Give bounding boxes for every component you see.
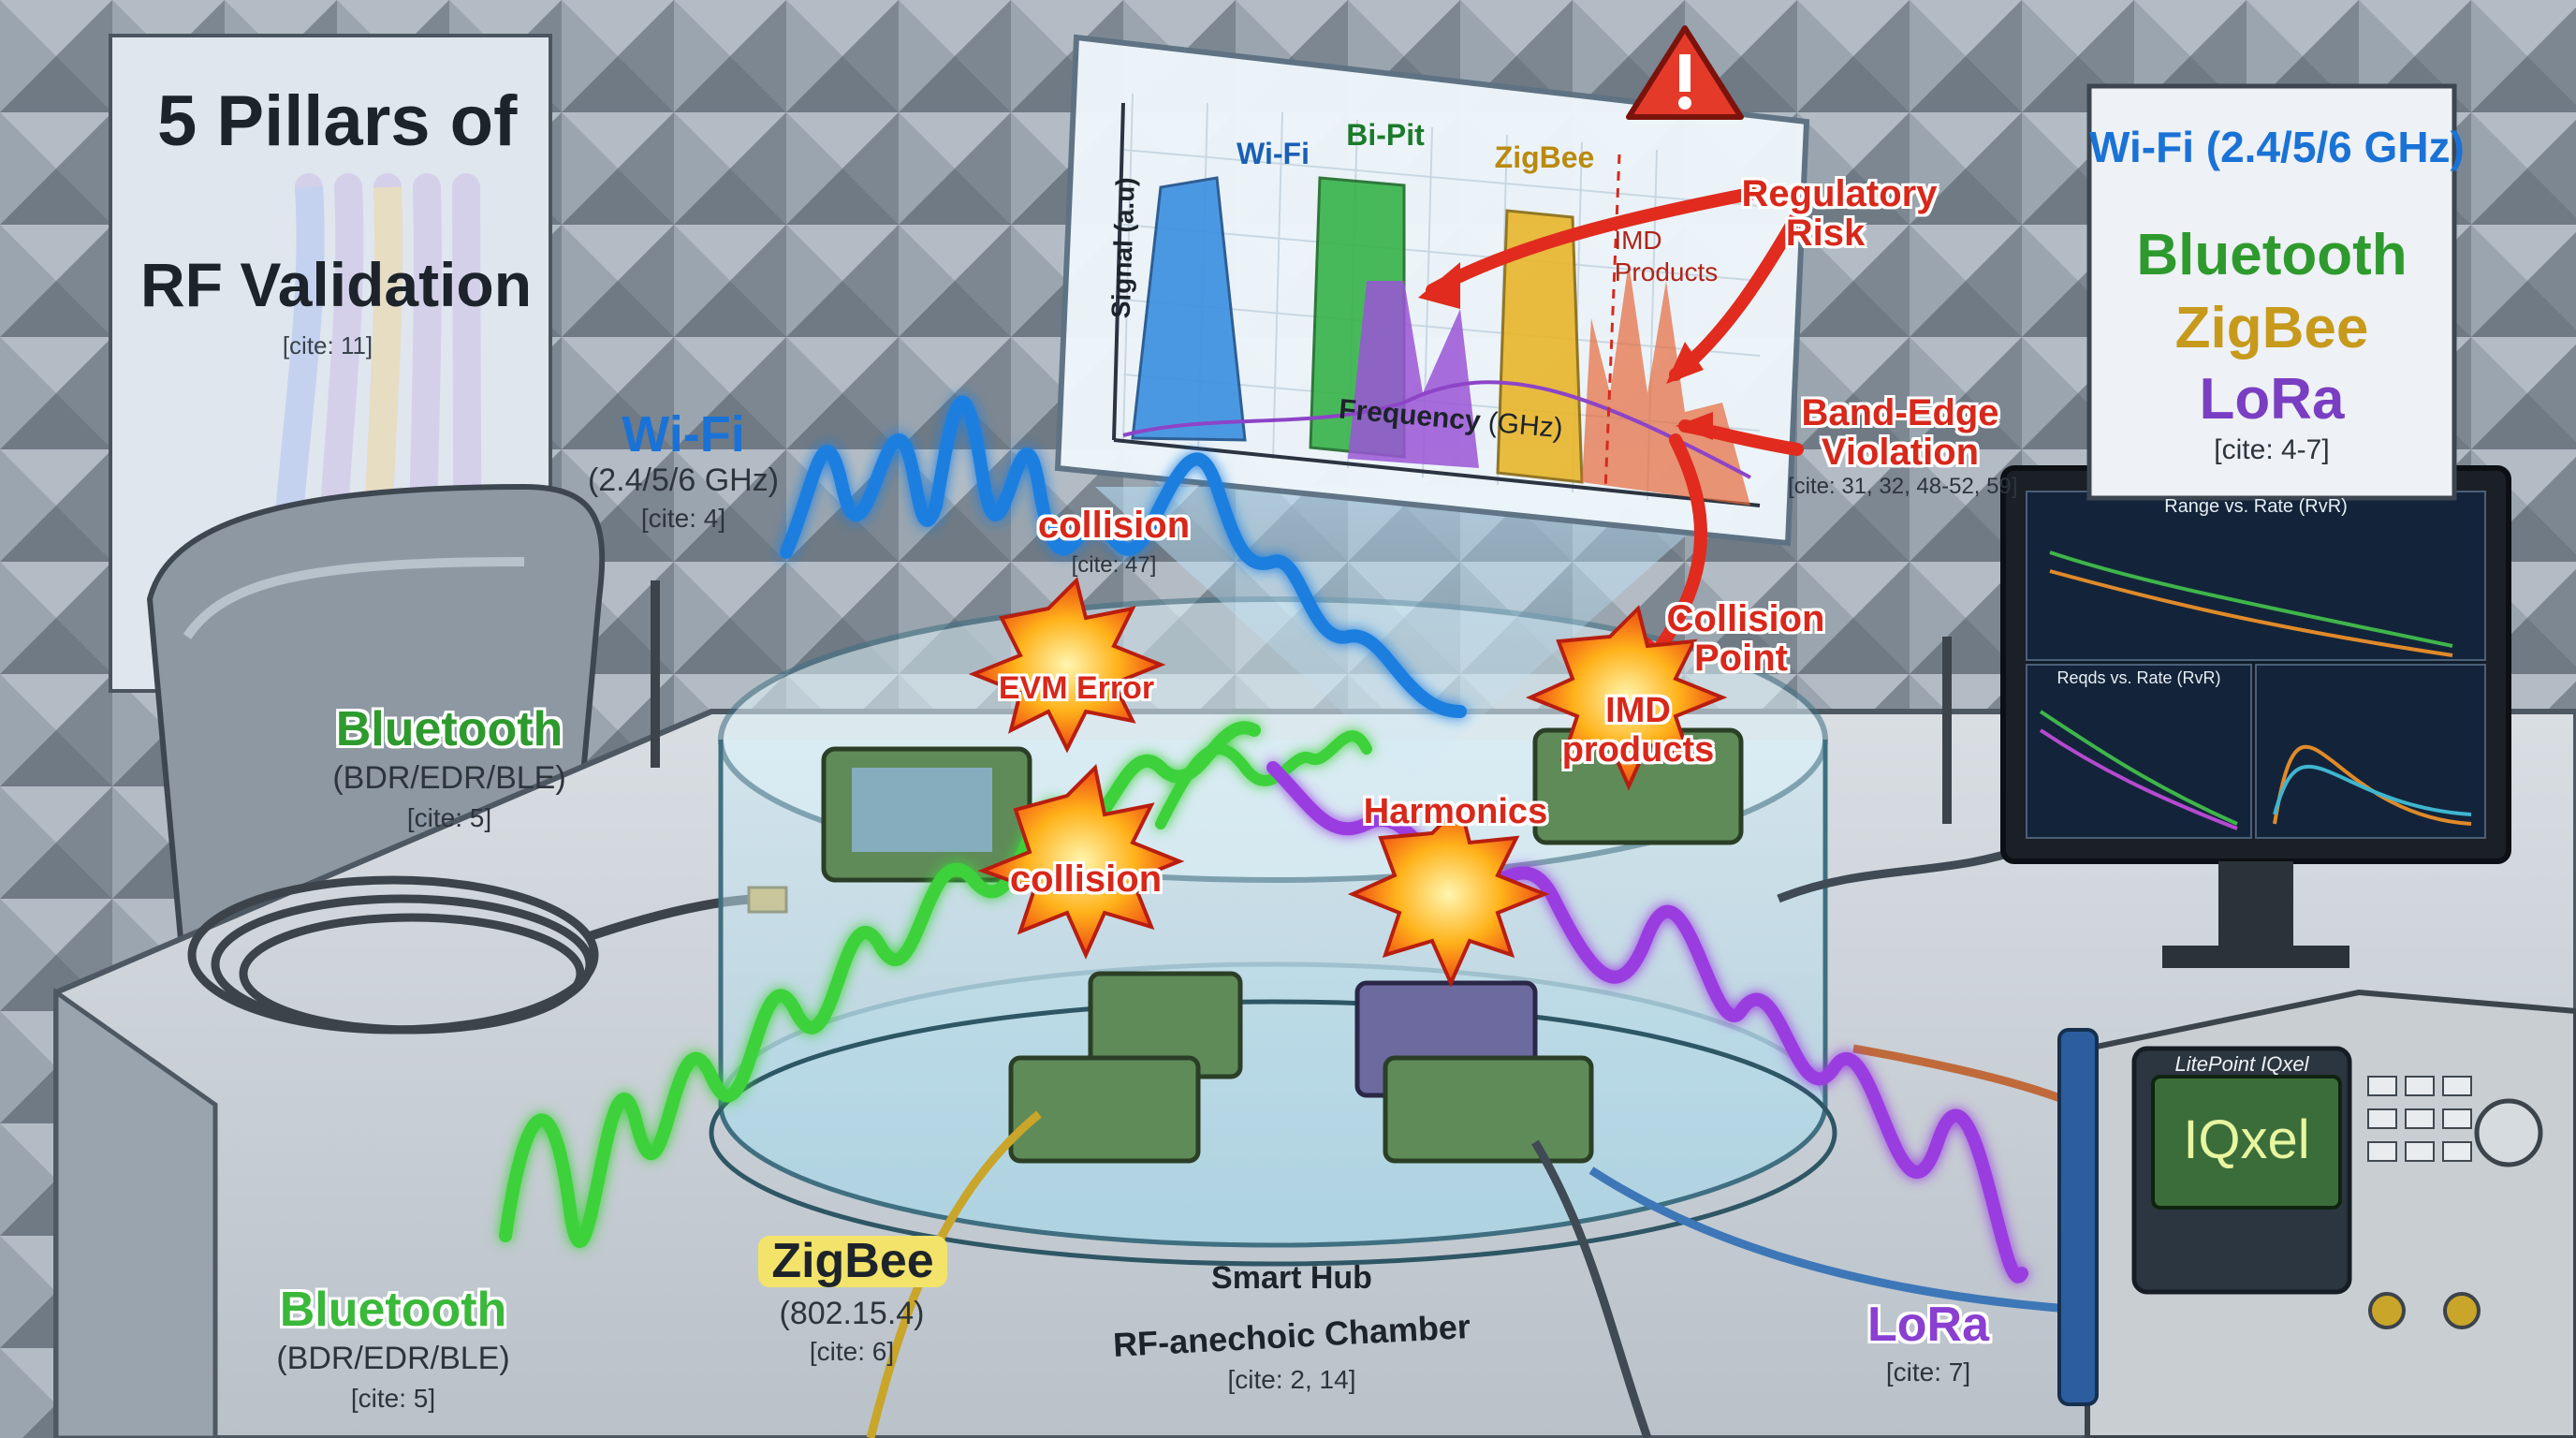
lora-wave-title: LoRa: [1867, 1298, 1989, 1352]
zigbee-wave-cite: [cite: 6]: [809, 1337, 895, 1366]
anechoic-chamber: [651, 580, 1952, 1267]
panel-cite: [cite: 4-7]: [2214, 434, 2330, 465]
burst-collision-mid: [977, 763, 1185, 960]
panel-lora: LoRa: [2199, 367, 2345, 432]
burst-imd-line1: IMD: [1605, 691, 1671, 730]
iqxel-instrument: [2057, 989, 2576, 1438]
protocol-panel-board: [2086, 83, 2457, 501]
monitor: [2000, 465, 2511, 968]
panel-wifi-text: Wi-Fi (2.4/5/6 GHz): [2089, 123, 2465, 171]
zigbee-wave-title: ZigBee: [758, 1236, 947, 1287]
zigbee-wave-sub: (802.15.4): [779, 1296, 925, 1331]
burst-collision-mid-label: collision: [1009, 858, 1163, 900]
band-edge-cite: [cite: 31, 32, 48-52, 59]: [1788, 474, 2018, 499]
lora-wave-cite: [cite: 7]: [1885, 1357, 1971, 1387]
regulatory-risk-line2: Risk: [1785, 213, 1866, 254]
warning-icon: [1626, 25, 1744, 120]
bt-bottom-title: Bluetooth: [279, 1283, 507, 1337]
burst-collision-top-label: collision: [1037, 505, 1191, 546]
poster-cite: [cite: 11]: [282, 331, 373, 360]
band-edge-line1: Band-Edge: [1801, 392, 1999, 433]
spectrum-xlabel-unit: (GHz): [1486, 406, 1565, 445]
burst-collision-top-cite: [cite: 47]: [1071, 552, 1157, 578]
chamber-hub-label: Smart Hub: [1211, 1260, 1372, 1296]
instrument-display: IQxel: [2183, 1109, 2310, 1170]
regulatory-risk-line1: Regulatory: [1741, 173, 1938, 214]
burst-evm-label: EVM Error: [998, 670, 1155, 706]
bt-left-title: Bluetooth: [335, 702, 564, 756]
instrument-brand: LitePoint IQxel: [2174, 1052, 2309, 1076]
monitor-chart2-title: Reqds vs. Rate (RvR): [2056, 668, 2221, 687]
spectrum-band-wifi: Wi-Fi: [1237, 137, 1310, 170]
burst-harmonics: [1347, 801, 1550, 988]
burst-collision-top: [968, 577, 1166, 754]
panel-bluetooth: Bluetooth: [2136, 223, 2408, 287]
poster-title-line2: RF Validation: [140, 250, 533, 319]
monitor-chart1-title: Range vs. Rate (RvR): [2164, 496, 2348, 517]
spectrum-imd-line2: Products: [1614, 257, 1719, 286]
spectrum-imd-line1: IMD: [1614, 226, 1662, 255]
bt-bottom-cite: [cite: 5]: [350, 1384, 436, 1413]
poster-title-line1: 5 Pillars of: [157, 81, 518, 161]
bt-bottom-sub: (BDR/EDR/BLE): [276, 1341, 510, 1376]
burst-imd-line2: products: [1561, 730, 1715, 770]
wifi-wave-cite: [cite: 4]: [640, 504, 726, 533]
bt-left-cite: [cite: 5]: [406, 803, 492, 832]
collision-point-line1: Collision: [1666, 598, 1825, 639]
spectrum-band-zigbee: ZigBee: [1494, 140, 1595, 174]
burst-imd: [1525, 605, 1728, 791]
wifi-wave-sub: (2.4/5/6 GHz): [587, 462, 780, 498]
panel-wifi: Wi-Fi (2.4/5/6 GHz): [2089, 122, 2465, 171]
bt-left-sub: (BDR/EDR/BLE): [332, 760, 566, 796]
spectrum-band-bt: Bi-Pit: [1346, 118, 1425, 152]
panel-zigbee: ZigBee: [2174, 296, 2369, 360]
burst-harmonics-label: Harmonics: [1363, 792, 1548, 831]
chamber-cite: [cite: 2, 14]: [1227, 1365, 1356, 1394]
collision-point-line2: Point: [1694, 638, 1788, 679]
band-edge-line2: Violation: [1821, 432, 1980, 473]
wifi-wave-title: Wi-Fi: [622, 406, 745, 462]
